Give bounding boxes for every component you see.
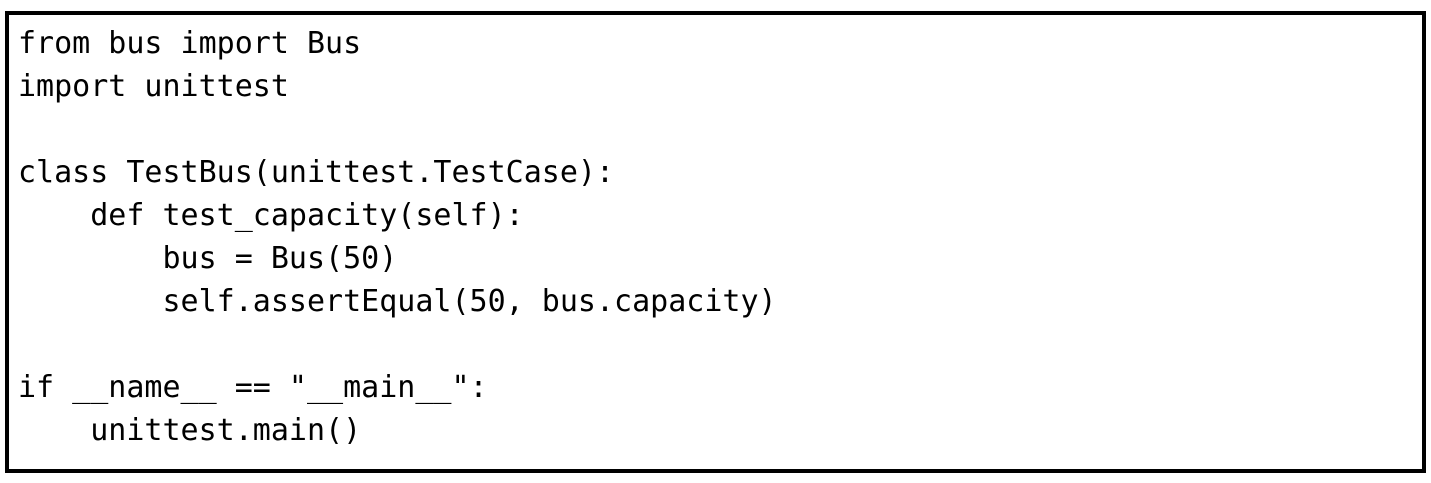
code-line: self.assertEqual(50, bus.capacity) — [18, 284, 777, 319]
code-block: from bus import Bus import unittest clas… — [18, 22, 1414, 452]
code-line: unittest.main() — [18, 413, 362, 448]
code-block-frame: from bus import Bus import unittest clas… — [5, 11, 1426, 473]
code-line: class TestBus(unittest.TestCase): — [18, 155, 615, 190]
code-line: bus = Bus(50) — [18, 241, 398, 276]
code-line-blank — [18, 323, 1414, 366]
code-line: if __name__ == "__main__": — [18, 370, 488, 405]
code-line: def test_capacity(self): — [18, 198, 524, 233]
code-line: import unittest — [18, 69, 289, 104]
code-line: from bus import Bus — [18, 26, 362, 61]
code-line-blank — [18, 108, 1414, 151]
